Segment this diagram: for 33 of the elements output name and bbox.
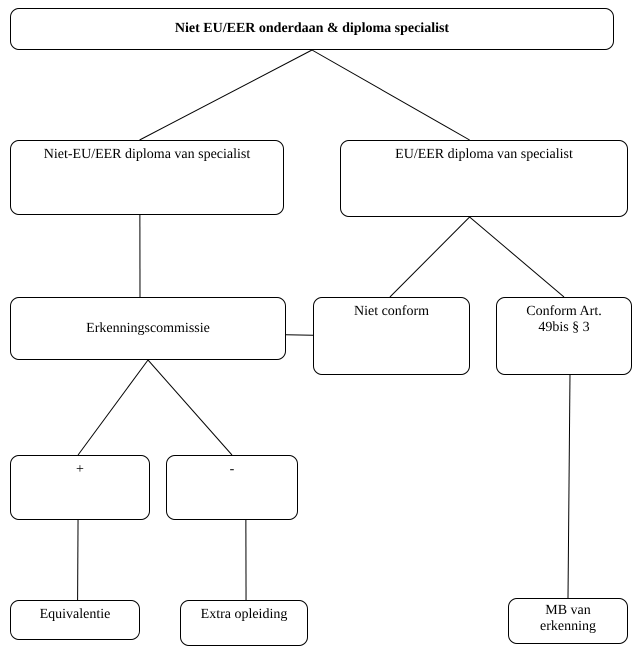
box-label: + xyxy=(76,462,84,478)
connector-line xyxy=(139,50,312,140)
process-box xyxy=(180,600,308,646)
box-label: Extra opleiding xyxy=(200,607,288,623)
process-box xyxy=(508,598,628,644)
box-label: - xyxy=(230,462,234,478)
box-label: Niet-EU/EER diploma van specialist xyxy=(44,147,250,163)
connector-line xyxy=(568,374,570,598)
box-label: Erkenningscommissie xyxy=(86,320,210,336)
process-box xyxy=(340,140,628,217)
process-box xyxy=(10,455,150,520)
box-label: EU/EER diploma van specialist xyxy=(395,147,573,163)
connector-line xyxy=(389,216,470,298)
process-box xyxy=(10,8,614,50)
process-box xyxy=(313,297,470,375)
process-box xyxy=(10,297,286,360)
box-label: Niet EU/EER onderdaan & diploma specialist xyxy=(174,21,450,37)
process-box xyxy=(166,455,298,520)
connector-line xyxy=(78,360,148,456)
process-box xyxy=(10,600,140,640)
process-box xyxy=(10,140,284,215)
box-label: Conform Art. 49bis § 3 xyxy=(525,304,603,336)
connector-line xyxy=(245,520,247,600)
connector-line xyxy=(139,214,140,298)
connector-line xyxy=(469,216,564,298)
connector-line xyxy=(148,360,232,456)
box-label: MB van erkenning xyxy=(539,603,597,635)
connector-line xyxy=(312,50,470,140)
box-label: Equivalentie xyxy=(40,607,110,623)
process-box xyxy=(496,297,632,375)
box-label: Niet conform xyxy=(354,304,430,320)
connector-line xyxy=(77,520,79,600)
connector-line xyxy=(286,334,314,336)
